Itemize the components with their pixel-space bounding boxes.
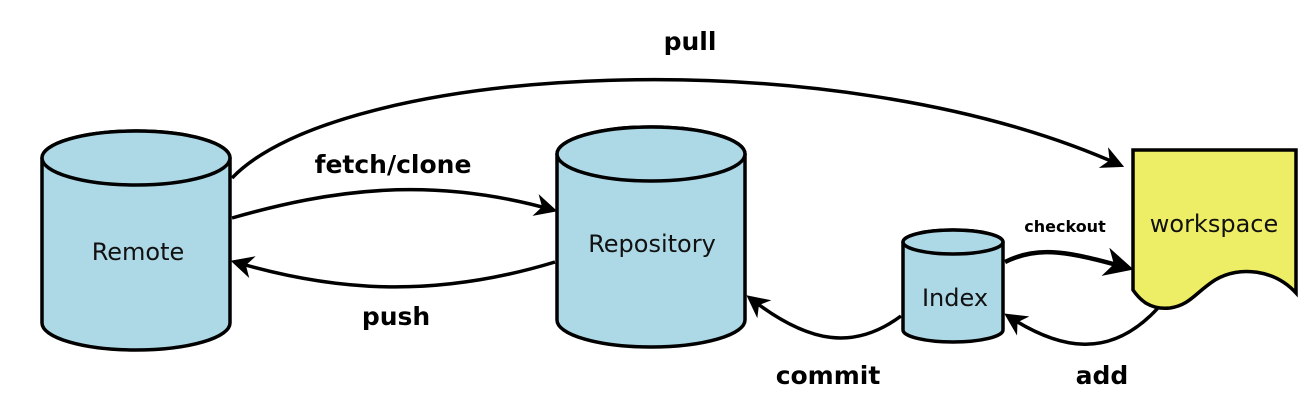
repository-label: Repository [588,230,716,258]
workspace-document-shape [1131,148,1298,310]
workspace-node: workspace [1131,148,1298,310]
index-label: Index [922,284,988,312]
pull-label: pull [664,27,717,56]
fetch-clone-arrow [231,187,558,220]
remote-cylinder-top [40,129,232,187]
add-arrow [1004,306,1160,346]
repository-cylinder-top [555,125,747,183]
fetch-clone-label: fetch/clone [315,150,472,179]
commit-arrow [746,295,903,340]
repository-node: Repository [555,125,747,349]
pull-arrow [230,77,1125,180]
index-node: Index [901,228,1005,344]
checkout-label: checkout [1024,217,1106,236]
add-label: add [1076,361,1129,390]
workspace-label: workspace [1150,210,1278,238]
checkout-arrow [1004,247,1134,276]
index-cylinder-top [901,228,1005,256]
push-label: push [362,302,430,331]
remote-node: Remote [40,129,232,352]
remote-label: Remote [92,238,185,266]
commit-label: commit [776,361,881,390]
push-arrow [230,256,556,289]
